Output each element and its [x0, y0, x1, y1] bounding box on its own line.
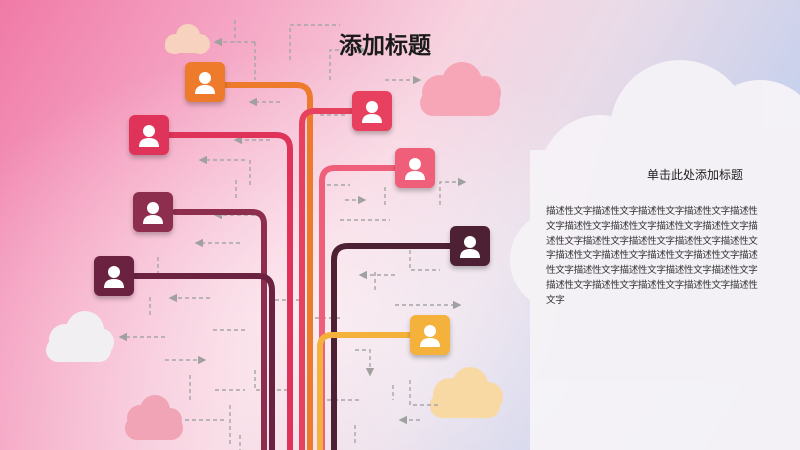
- line-red: [299, 108, 373, 450]
- avatar-orange: [185, 62, 225, 102]
- line-plum: [132, 273, 275, 450]
- avatar-wine: [133, 192, 173, 232]
- slide-title[interactable]: 添加标题: [339, 33, 431, 59]
- line-crimson: [167, 132, 293, 450]
- line-gold: [317, 332, 415, 450]
- description-text[interactable]: 描述性文字描述性文字描述性文字描述性文字描述性文字描述性文字描述性文字描述性文字…: [546, 206, 758, 306]
- avatar-pink: [395, 148, 435, 188]
- user-icon: [362, 101, 382, 123]
- large-cloud: [510, 60, 800, 450]
- user-icon: [420, 325, 440, 347]
- line-dark-plum: [331, 243, 453, 450]
- line-orange: [222, 82, 313, 450]
- cloud-yellow-bottom: [430, 367, 503, 418]
- user-icon: [143, 202, 163, 224]
- user-icon: [405, 158, 425, 180]
- cloud-pink-bottom: [125, 395, 183, 440]
- user-icon: [104, 266, 124, 288]
- slide-subtitle[interactable]: 单击此处添加标题: [646, 168, 743, 182]
- cloud-pink-right: [420, 62, 501, 116]
- cloud-white-left: [46, 311, 114, 362]
- dashed-arrows: [118, 20, 467, 450]
- avatar-plum: [94, 256, 134, 296]
- cloud-peach-top: [165, 24, 210, 54]
- avatar-dark-plum: [450, 226, 490, 266]
- line-wine: [172, 209, 267, 450]
- user-icon: [195, 72, 215, 94]
- user-icon: [460, 236, 480, 258]
- avatar-gold: [410, 315, 450, 355]
- connector-lines: [132, 82, 453, 450]
- avatar-crimson: [129, 115, 169, 155]
- line-pink: [319, 165, 418, 450]
- avatar-red: [352, 91, 392, 131]
- user-icon: [139, 125, 159, 147]
